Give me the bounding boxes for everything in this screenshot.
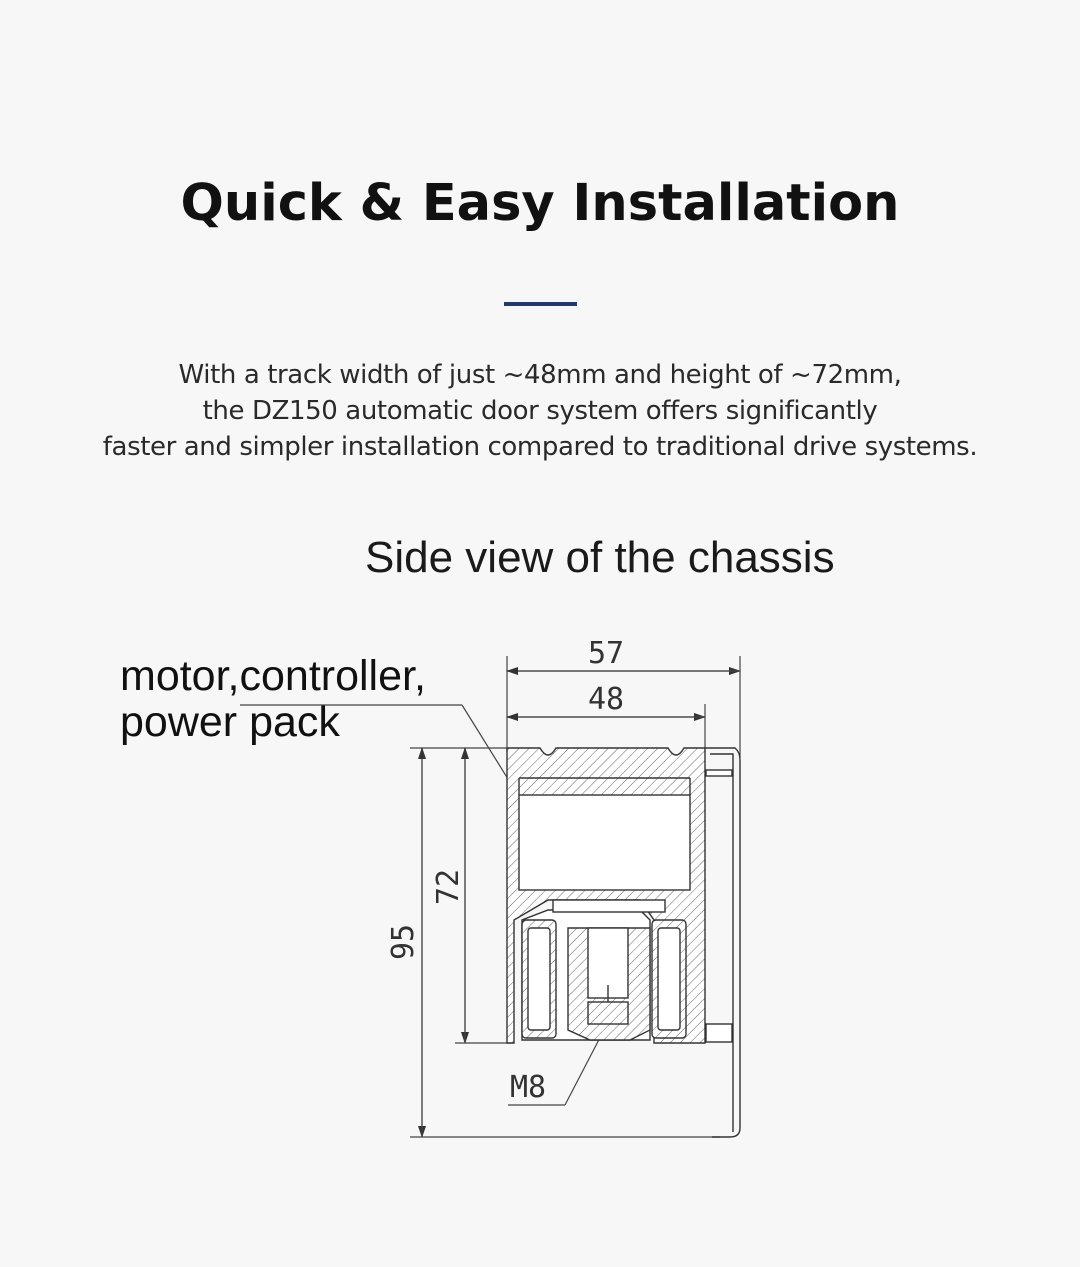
dimension-lines — [240, 656, 741, 1138]
dim-overall-height: 95 — [386, 924, 421, 960]
chassis-profile — [506, 747, 741, 1138]
callout-line: power pack — [120, 698, 340, 746]
dim-overall-width: 57 — [588, 636, 624, 671]
intro-line: the DZ150 automatic door system offers s… — [202, 396, 878, 426]
callout-label: motor,controller, power pack — [120, 653, 426, 745]
intro-paragraph: With a track width of just ~48mm and hei… — [0, 357, 1080, 465]
diagram-caption: Side view of the chassis — [365, 533, 835, 582]
dim-thread: M8 — [510, 1070, 546, 1105]
dim-track-width: 48 — [588, 682, 624, 717]
dim-track-height: 72 — [431, 869, 466, 905]
intro-line: With a track width of just ~48mm and hei… — [178, 360, 902, 390]
intro-line: faster and simpler installation compared… — [102, 432, 978, 462]
page-title: Quick & Easy Installation — [180, 174, 900, 233]
title-underline — [504, 302, 577, 306]
callout-line: motor,controller, — [120, 652, 426, 700]
